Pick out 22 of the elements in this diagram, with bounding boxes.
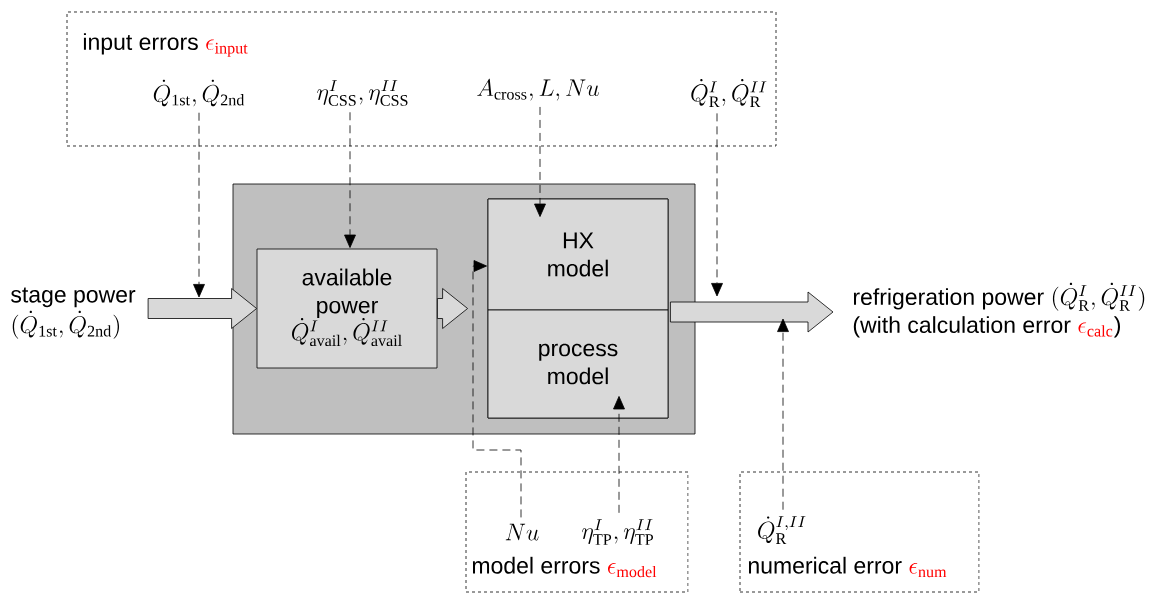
dashed-arrow	[344, 111, 356, 248]
dashed-arrow	[613, 396, 625, 514]
formula-label: $Nu$	[505, 523, 539, 541]
dashed-arrow	[193, 112, 205, 298]
dashed-arrow	[472, 260, 522, 518]
process-box: available power $\dot{Q}_{\mathrm{avail}}^{I} , \dot{Q}_{\mathrm{avail}}^{II}$	[256, 248, 438, 369]
flow-label: stage power $(\dot{Q}_{\mathrm{1st}}, \dot{Q}_{\mathrm{2nd}})$	[11, 287, 136, 339]
formula-label: $A_{\mathrm{cross}} , L , Nu$	[477, 78, 599, 101]
dashed-arrow	[777, 318, 789, 511]
model-section: HX model	[487, 198, 669, 311]
flow-label: refrigeration power $(\dot{Q}_{\mathrm{R}}^{I}, \dot{Q}_{\mathrm{R}}^{II})$ (with calculation error $\epsilon_{\mathrm{calc}}$)	[853, 282, 1145, 338]
dashed-arrow	[534, 106, 546, 217]
block-arrow	[670, 291, 834, 333]
dashed-arrow	[711, 112, 723, 297]
block-arrow	[147, 288, 257, 329]
formula-label: $\dot{Q}_{\mathrm{R}}^{I,II}$	[758, 516, 806, 544]
model-section: process model	[487, 309, 669, 419]
formula-label: $\dot{Q}_{\mathrm{R}}^{I} , \dot{Q}_{\mathrm{R}}^{II}$	[691, 79, 767, 107]
formula-label: $\dot{Q}_{\mathrm{1st}}, \dot{Q}_{\mathrm{2nd}}$	[153, 79, 245, 107]
formula-label: $\eta_{\mathrm{CSS}}^{I} , \eta_{\mathrm{CSS}}^{II}$	[317, 80, 408, 106]
block-arrow	[437, 288, 468, 329]
formula-label: $\eta_{\mathrm{TP}}^{I} , \eta_{\mathrm{TP}}^{II}$	[582, 519, 653, 545]
